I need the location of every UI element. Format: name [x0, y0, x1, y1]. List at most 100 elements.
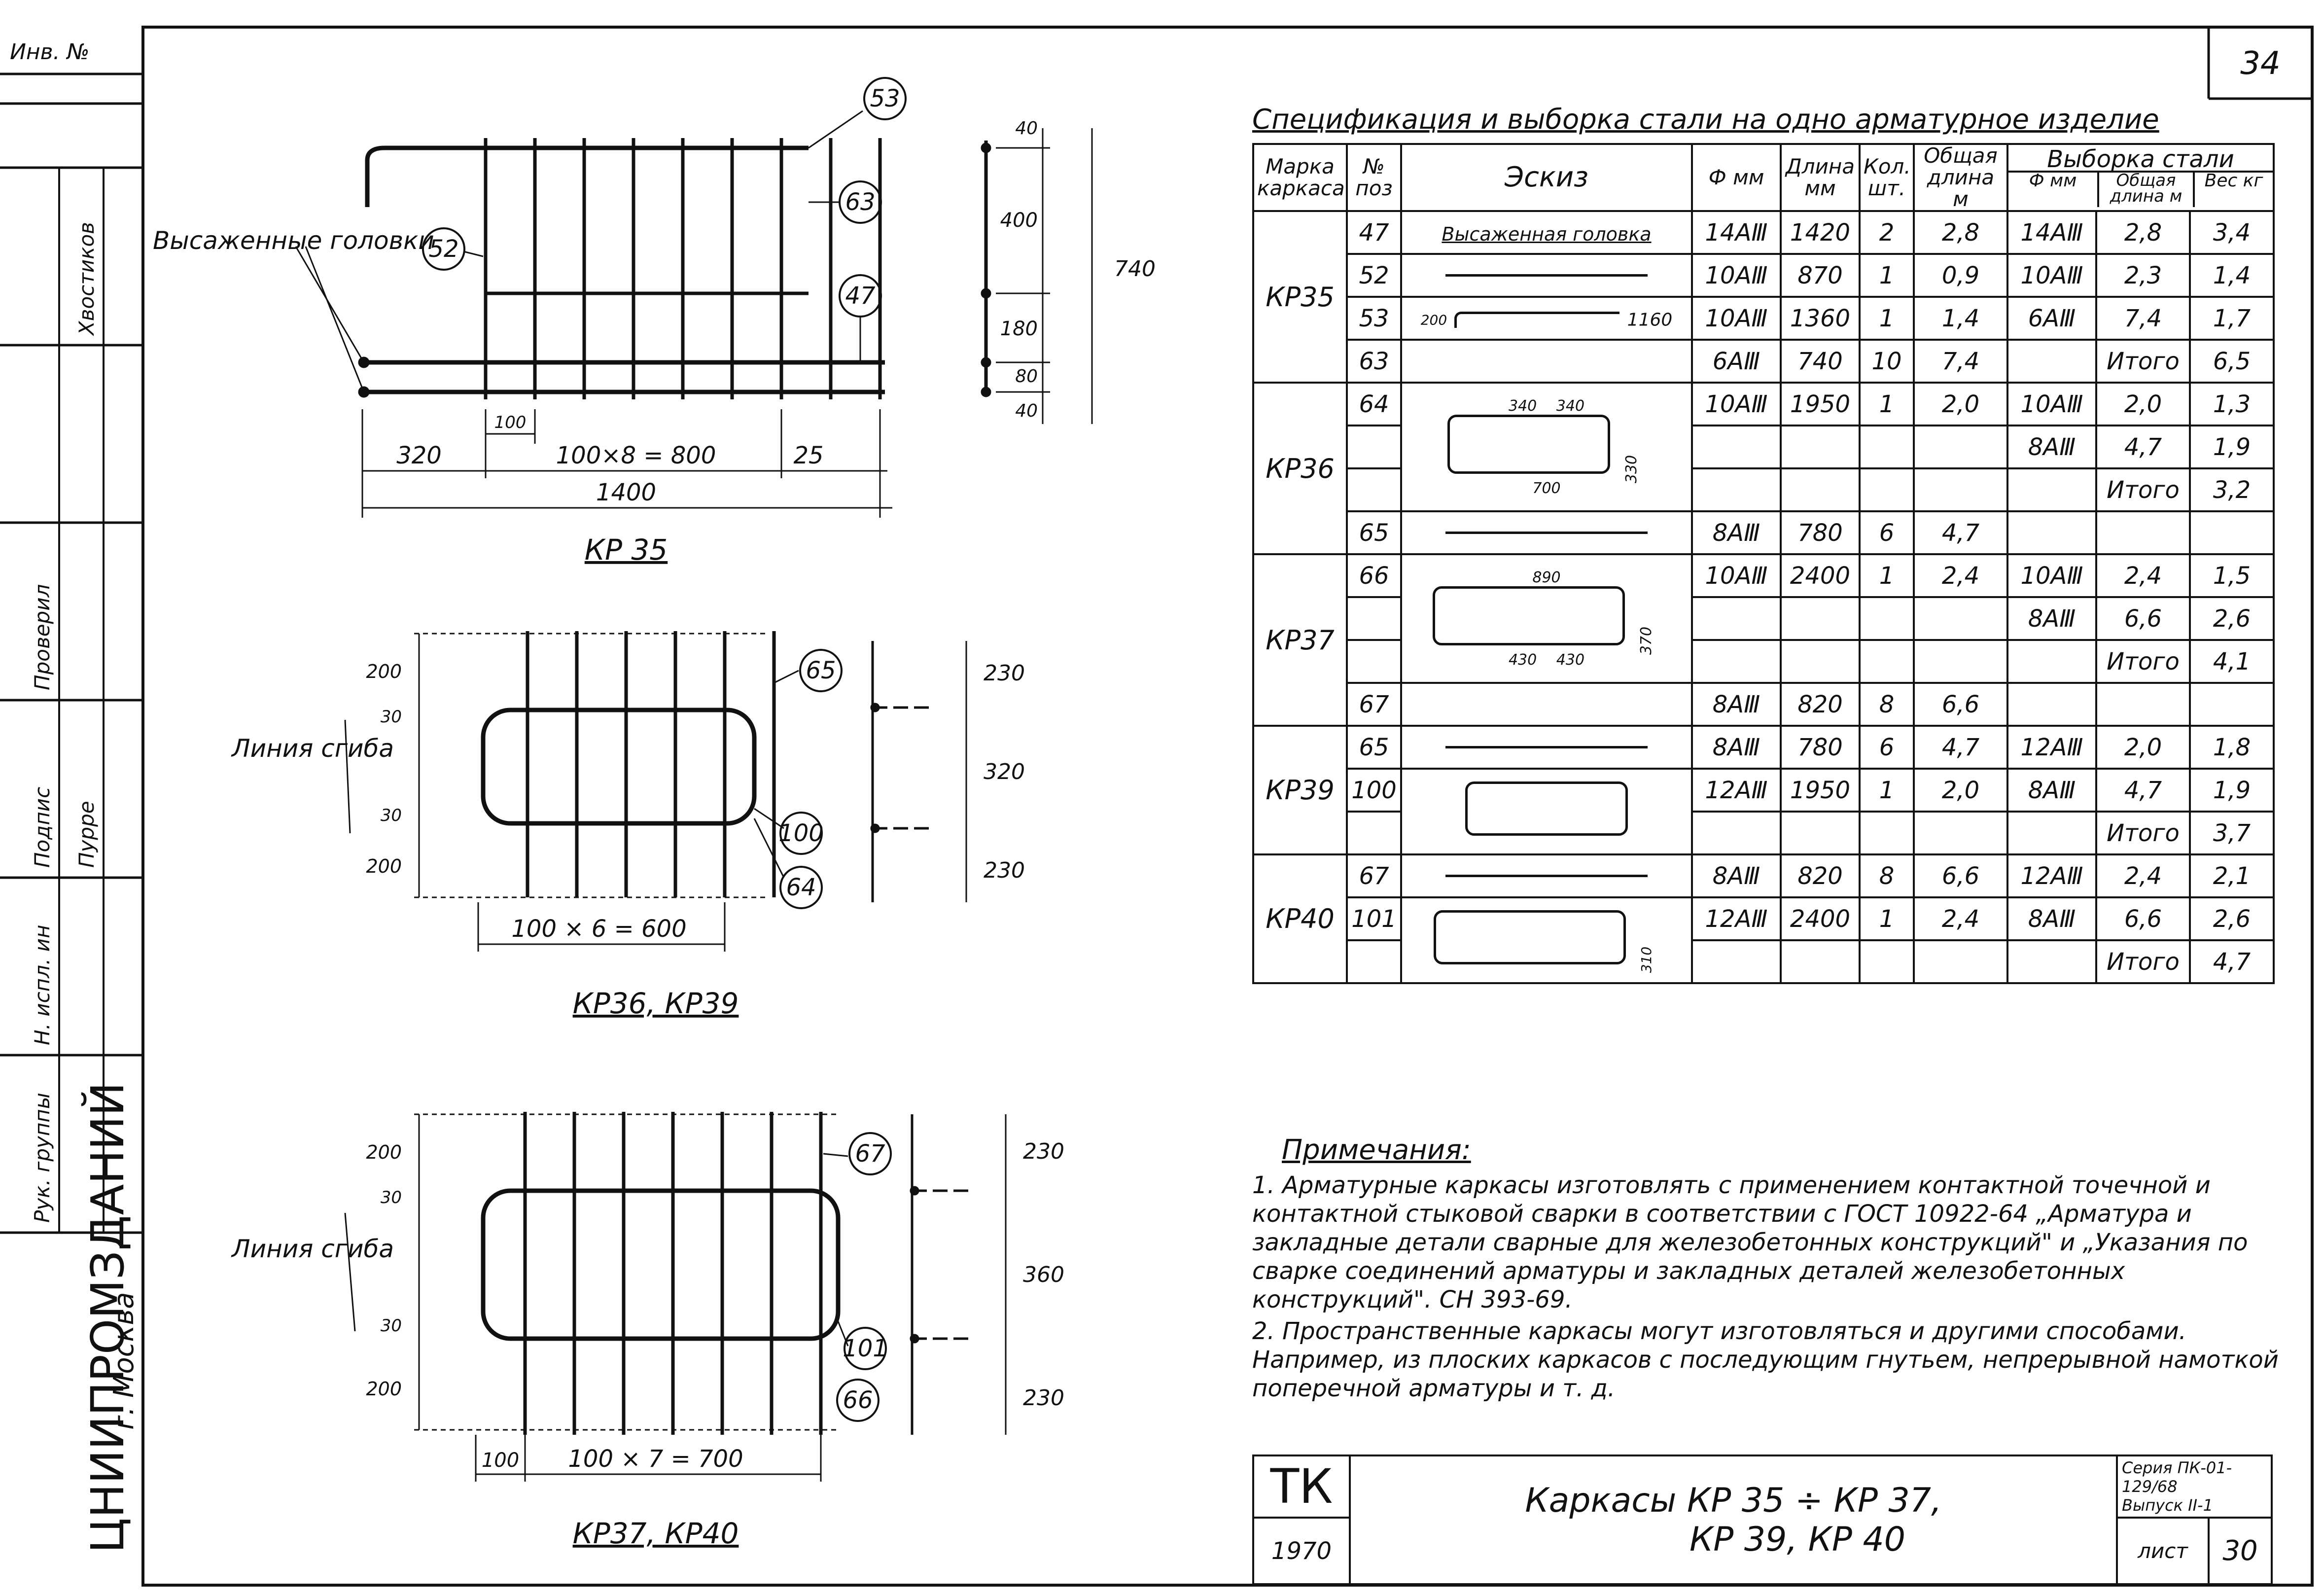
- cell-dia: 8AⅢ: [1691, 725, 1782, 770]
- tb-sheet-no: 30: [2208, 1517, 2273, 1585]
- cell-total: 4,7: [1913, 725, 2008, 770]
- cell-len: [1780, 811, 1861, 855]
- cell-dia: 10AⅢ: [1691, 553, 1782, 598]
- cell-dia: 8AⅢ: [1691, 682, 1782, 727]
- dim-600: 100 × 6 = 600: [511, 915, 686, 943]
- cell-slen: 2,4: [2095, 553, 2191, 598]
- cell-len: 740: [1780, 339, 1861, 384]
- tb-code: ТК: [1252, 1454, 1351, 1519]
- cell-qty: 2: [1859, 210, 1915, 255]
- cell-sdia: [2006, 467, 2097, 512]
- cell-slen: 6,6: [2095, 896, 2191, 941]
- hdr-sel-w: Вес кг: [2204, 171, 2263, 191]
- cell-slen: 2,0: [2095, 382, 2191, 426]
- note-item: 1. Арматурные каркасы изготовлять с прим…: [1252, 1171, 2248, 1313]
- callout-circle: [848, 1132, 892, 1175]
- side-dim: 230: [1023, 1385, 1064, 1411]
- cell-total: 1,4: [1913, 296, 2008, 341]
- cell-pos: 65: [1346, 510, 1402, 555]
- cell-len: [1780, 939, 1861, 984]
- cell-slen: 2,3: [2095, 253, 2191, 298]
- table-row: КР36 64 340 340 330 700 10AⅢ 1950 1 2,0 …: [1252, 382, 2275, 555]
- cell-len: 1950: [1780, 382, 1861, 426]
- tb-issue-text: Выпуск II-1: [2122, 1496, 2213, 1515]
- callout-65: 65: [806, 657, 836, 684]
- callout-circle: [779, 812, 823, 855]
- cell-w: 1,3: [2188, 382, 2275, 426]
- side-dim: 230: [1023, 1139, 1064, 1164]
- callout-66: 66: [843, 1386, 873, 1414]
- hdr-qty: Кол. шт.: [1859, 143, 1915, 212]
- cell-len: 2400: [1780, 553, 1861, 598]
- cell-slen: 7,4: [2095, 296, 2191, 341]
- cell-len: 780: [1780, 725, 1861, 770]
- cell-total: 4,7: [1913, 510, 2008, 555]
- cell-slen: 4,7: [2095, 425, 2191, 469]
- cell-sdia: 8AⅢ: [2006, 425, 2097, 469]
- cell-pos: 67: [1346, 853, 1402, 898]
- side-dim: 80: [1015, 366, 1038, 387]
- sketch-dim: 340: [1556, 397, 1585, 415]
- side-dim: 180: [1000, 318, 1038, 340]
- cell-total: [1913, 425, 2008, 469]
- cell-pos: [1346, 596, 1402, 641]
- spec-title: Спецификация и выборка стали на одно арм…: [1252, 104, 2159, 136]
- hdr-sketch: Эскиз: [1400, 143, 1693, 212]
- callout-circle: [799, 649, 843, 692]
- tb-series-text: Серия ПК-01-129/68: [2122, 1458, 2232, 1496]
- sketch-closed-stirrup: [1433, 910, 1626, 964]
- hdr-pos: № поз: [1346, 143, 1402, 212]
- side-dim: 360: [1023, 1262, 1064, 1287]
- callout-101: 101: [843, 1335, 888, 1362]
- table-row: 67 8AⅢ 820 8 6,6: [1253, 682, 2275, 727]
- cell-qty: 10: [1859, 339, 1915, 384]
- cell-sdia: 8AⅢ: [2006, 596, 2097, 641]
- cell-dia: 14AⅢ: [1691, 210, 1782, 255]
- cell-dia: [1691, 939, 1782, 984]
- cell-len: 1950: [1780, 768, 1861, 813]
- notes-heading: Примечания:: [1282, 1134, 1471, 1166]
- dim: 200: [366, 855, 402, 877]
- hdr-len: Длина мм: [1780, 143, 1861, 212]
- hdr-selection: Выборка стали Ф мм Общая длина м Вес кг: [2006, 143, 2275, 212]
- table-row: 101 310 12AⅢ 2400 1 2,4 8AⅢ 6,6 2,6: [1253, 896, 2275, 984]
- callout-63: 63: [845, 188, 875, 216]
- cell-total: 0,9: [1913, 253, 2008, 298]
- tb-title-line2: КР 39, КР 40: [1689, 1520, 1906, 1559]
- cell-sdia: 10AⅢ: [2006, 382, 2097, 426]
- cell-pos: 47: [1346, 210, 1402, 255]
- tb-title: Каркасы КР 35 ÷ КР 37, КР 39, КР 40: [1349, 1454, 2118, 1585]
- table-row: 8AⅢ 4,7 1,9: [1253, 425, 2275, 469]
- table-row: 63 6AⅢ 740 10 7,4 Итого 6,5: [1253, 339, 2275, 384]
- cell-dia: [1691, 425, 1782, 469]
- cell-qty: 1: [1859, 253, 1915, 298]
- table-row: Итого 4,7: [1253, 939, 2275, 984]
- hdr-dia: Ф мм: [1691, 143, 1782, 212]
- bar-section: [870, 703, 880, 712]
- cell-dia: [1691, 811, 1782, 855]
- cell-pos: 100: [1346, 768, 1402, 813]
- sketch-cell: Высаженная головка: [1400, 210, 1693, 255]
- bar-section: [981, 288, 991, 299]
- cell-dia: [1691, 596, 1782, 641]
- spec-table: Марка каркаса № поз Эскиз Ф мм Длина мм …: [1252, 143, 2275, 984]
- cell-qty: 8: [1859, 682, 1915, 727]
- page-number: 34: [2240, 45, 2280, 82]
- table-row: 53 200 1160 10AⅢ 1360 1 1,4 6AⅢ 7,4 1,7: [1253, 296, 2275, 341]
- sketch-dim: 430: [1556, 651, 1585, 669]
- leader: [344, 719, 351, 834]
- cell-mark: КР35: [1252, 210, 1348, 384]
- cell-w: 2,1: [2188, 853, 2275, 898]
- dim-320: 320: [396, 442, 442, 469]
- cell-total: 2,0: [1913, 382, 2008, 426]
- callout-64: 64: [786, 874, 816, 901]
- cell-w: 2,6: [2188, 596, 2275, 641]
- sketch-cell: 340 340 330 700: [1400, 382, 1693, 512]
- cell-slen: [2095, 682, 2191, 727]
- cell-sdia: 6AⅢ: [2006, 296, 2097, 341]
- dim: 30: [381, 1188, 402, 1207]
- leader: [463, 250, 484, 257]
- label-upset-heads: Высаженные головки: [153, 226, 434, 255]
- sketch-hook-bar: [1454, 312, 1620, 328]
